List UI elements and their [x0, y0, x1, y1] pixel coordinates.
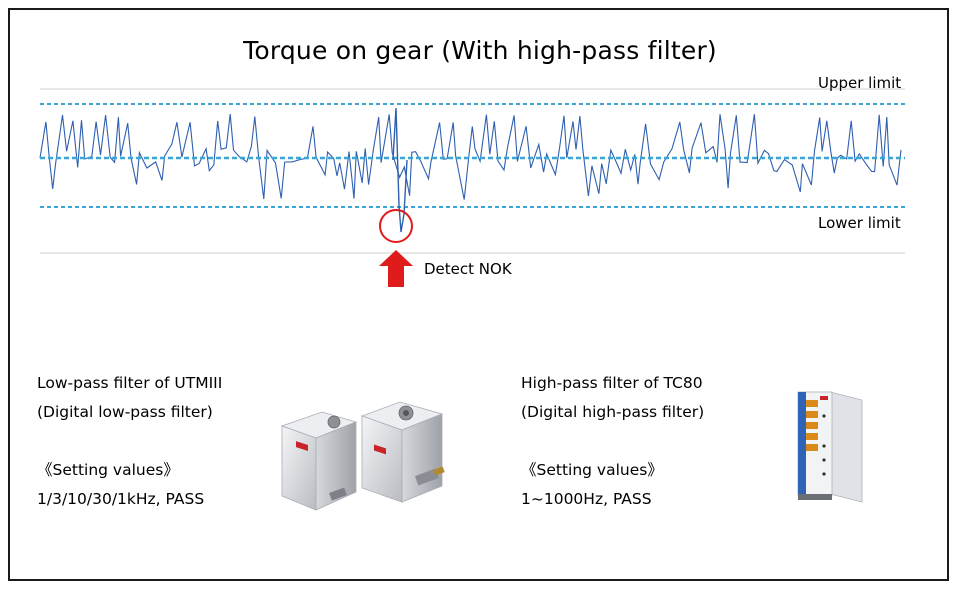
detect-nok-label: Detect NOK: [424, 260, 512, 278]
left-setting-values: 1/3/10/30/1kHz, PASS: [37, 490, 205, 508]
left-title: Low-pass filter of UTMIII: [37, 374, 223, 392]
right-setting-values: 1~1000Hz, PASS: [521, 490, 652, 508]
right-title: High-pass filter of TC80: [521, 374, 703, 392]
right-setting-heading: 《Setting values》: [521, 461, 663, 479]
utmiii-sensor-image: [280, 401, 445, 511]
torque-waveform: [39, 113, 902, 200]
arrow-up-icon: [379, 250, 413, 287]
nok-spike: [392, 107, 408, 233]
tc80-amplifier-image: [797, 391, 863, 503]
left-spacer: [37, 427, 222, 456]
right-subtitle: (Digital high-pass filter): [521, 403, 705, 421]
left-info-block: Low-pass filter of UTMIII (Digital low-p…: [37, 369, 222, 514]
right-spacer: [521, 427, 704, 456]
lower-limit-label: Lower limit: [818, 214, 901, 232]
upper-limit-label: Upper limit: [818, 74, 902, 92]
nok-circle-marker: [379, 209, 413, 243]
diagram-title: Torque on gear (With high-pass filter): [243, 36, 717, 65]
left-setting-heading: 《Setting values》: [37, 461, 179, 479]
right-info-block: High-pass filter of TC80 (Digital high-p…: [521, 369, 704, 514]
left-subtitle: (Digital low-pass filter): [37, 403, 213, 421]
